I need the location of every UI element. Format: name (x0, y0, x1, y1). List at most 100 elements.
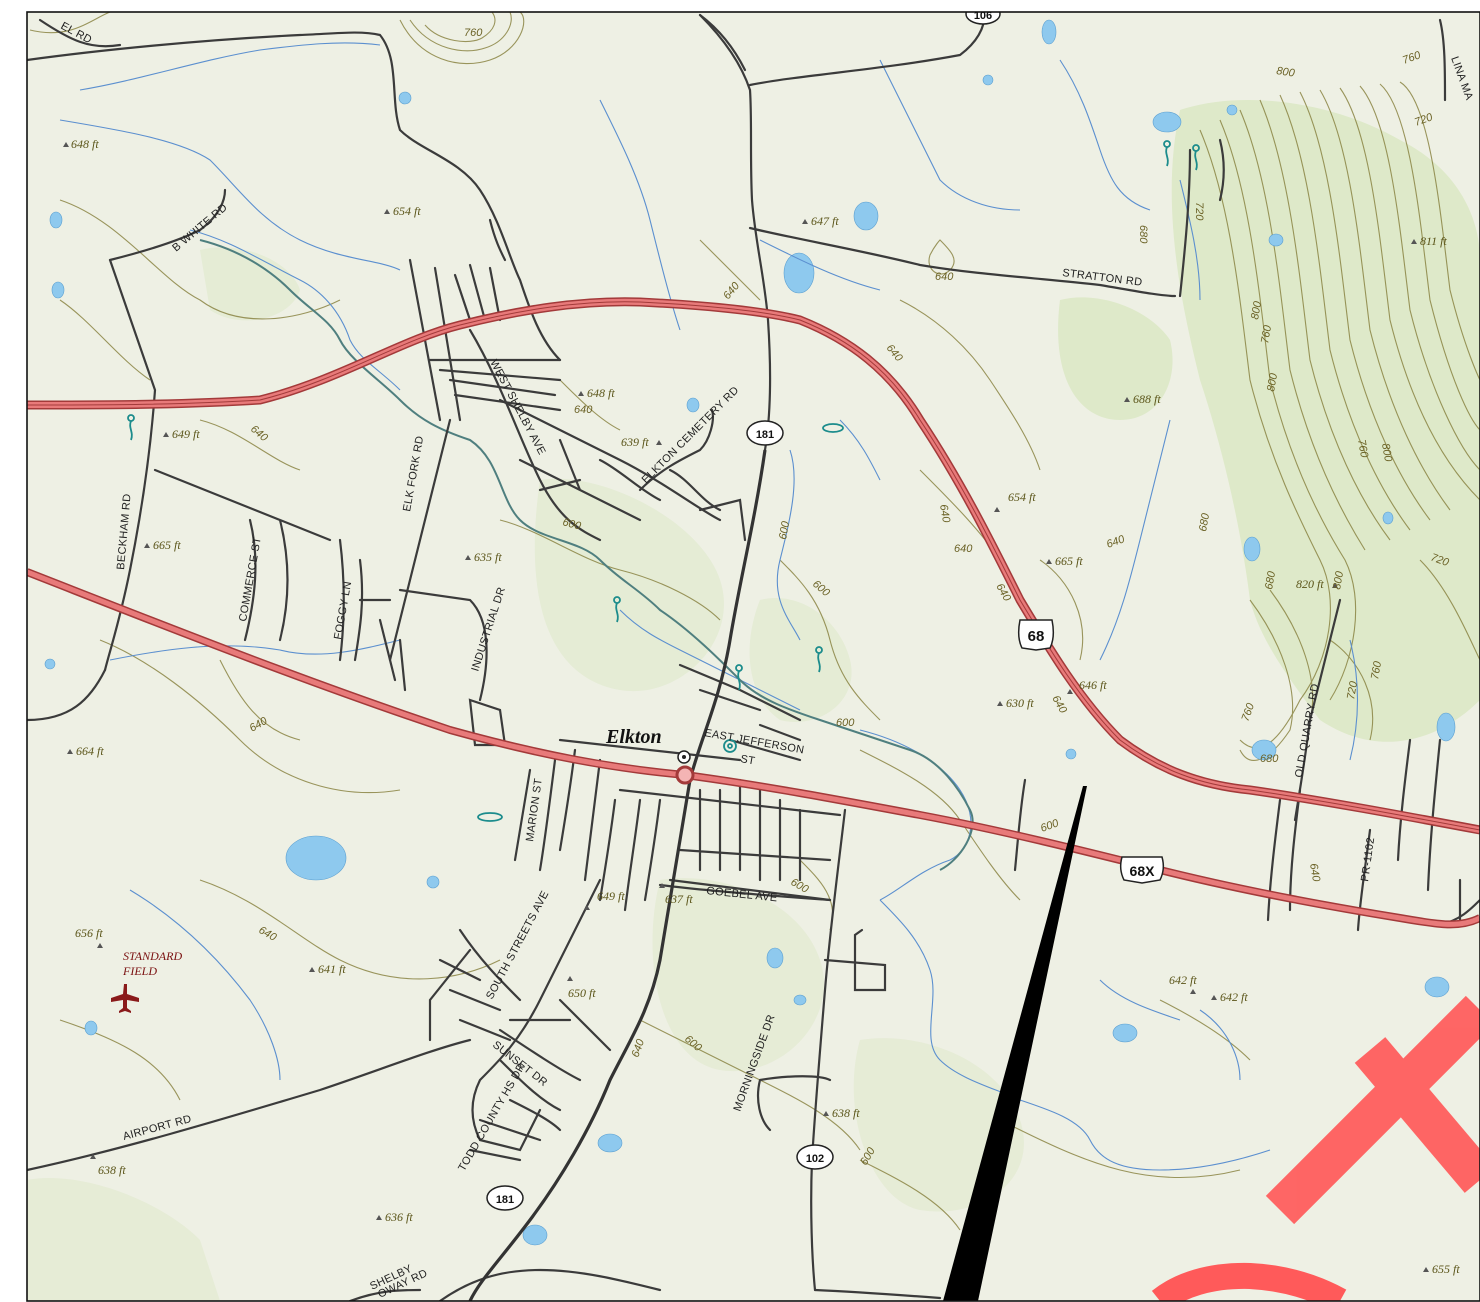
pond (793, 994, 807, 1006)
road-beckham-rd (103, 258, 157, 672)
airport-label-2[interactable]: FIELD (122, 964, 157, 978)
map-frame (26, 11, 1480, 1302)
contour-label: 600 (561, 516, 583, 533)
spring-icon (735, 664, 743, 691)
spot-elevation: 688 ft (1124, 392, 1161, 406)
contour-layer (29, 12, 1480, 1231)
svg-text:638 ft: 638 ft (832, 1106, 860, 1120)
airport-label-1[interactable]: STANDARD (123, 949, 182, 963)
us-68-bypass (27, 297, 1480, 835)
svg-text:820 ft: 820 ft (1296, 577, 1324, 591)
route-shield-68[interactable]: 68 (1017, 619, 1055, 651)
contour-label: 640 (937, 503, 952, 524)
svg-text:649 ft: 649 ft (172, 427, 200, 441)
road-beckham-south (27, 668, 107, 722)
road-106-link (748, 12, 987, 87)
svg-text:811 ft: 811 ft (1420, 234, 1447, 248)
vegetation-layer (27, 100, 1480, 1301)
contour-label: 720 (1193, 202, 1205, 221)
pond (398, 91, 412, 105)
contour-label: 760 (464, 27, 483, 39)
pond (1226, 104, 1238, 116)
road-todd-county-hs (468, 1118, 542, 1162)
pond (982, 74, 994, 86)
spring-symbols (127, 140, 1200, 822)
spot-elevation: 637 ft (659, 883, 693, 906)
spot-elevation: 650 ft (567, 976, 596, 1000)
contour-label: 800 (1265, 371, 1280, 392)
pond (597, 1133, 623, 1153)
pond (1382, 511, 1394, 525)
annotation-overlay (943, 786, 1480, 1301)
road-lina-ma (1438, 18, 1447, 102)
route-shield-106[interactable]: 106 (965, 4, 1001, 25)
contour-label: 640 (935, 271, 954, 283)
contour-label: 600 (836, 717, 855, 729)
pond (1268, 233, 1284, 247)
spot-elevation: 647 ft (802, 214, 839, 228)
pond (84, 1020, 98, 1036)
road-elk-fork-rd (388, 418, 452, 662)
route-shields: 106 181 68 68X 102 181 (486, 4, 1165, 1211)
road-morningside (756, 1075, 832, 1132)
svg-text:665 ft: 665 ft (1055, 554, 1083, 568)
contour-label: 640 (1307, 862, 1322, 883)
road-north-west-top (698, 13, 747, 72)
spot-elevation: 642 ft (1211, 990, 1248, 1004)
spot-elevation: 654 ft (384, 204, 421, 218)
road-goebel (658, 883, 832, 902)
contour-label: 800 (1249, 299, 1264, 320)
spring-icon (1192, 144, 1200, 171)
svg-text:102: 102 (806, 1153, 824, 1165)
contour-label: 680 (1263, 569, 1278, 590)
contour-label: 680 (1260, 753, 1279, 765)
road-south-grid (538, 738, 842, 912)
spot-elevation: 649 ft (584, 889, 625, 910)
svg-text:181: 181 (496, 1194, 514, 1206)
spring-icon (127, 414, 135, 441)
town-center-roundabout (675, 765, 695, 785)
spot-elevation: 646 ft (1067, 678, 1107, 694)
svg-text:636 ft: 636 ft (385, 1210, 413, 1224)
route-shield-102[interactable]: 102 (796, 1144, 834, 1170)
wetland-icon (822, 423, 844, 433)
pond (51, 281, 65, 299)
svg-text:638 ft: 638 ft (98, 1163, 126, 1177)
contour-label: 800 (1276, 65, 1297, 80)
pond (522, 1224, 548, 1246)
road-old-quarry (1293, 598, 1342, 822)
svg-text:106: 106 (974, 10, 992, 22)
pond (49, 211, 63, 229)
elk-fork-creek (199, 239, 974, 871)
road-west-shelby-ave (468, 328, 602, 542)
spot-elevation: 638 ft (90, 1154, 126, 1177)
pond (1041, 19, 1057, 45)
route-shield-181-north[interactable]: 181 (746, 420, 784, 446)
road-b-white-rd (108, 188, 227, 262)
contour-label: 640 (574, 404, 593, 416)
spot-elevation: 665 ft (144, 538, 181, 552)
spot-elevation: 639 ft (621, 435, 662, 449)
spot-elevation: 664 ft (67, 744, 104, 758)
road-stratton-rd (748, 226, 1177, 298)
wetland-icon (477, 812, 503, 822)
svg-text:647 ft: 647 ft (811, 214, 839, 228)
road-sunset (498, 998, 612, 1082)
road-elkton-cemetery (638, 408, 714, 492)
svg-text:68: 68 (1028, 628, 1045, 645)
spot-elevation: 665 ft (1046, 554, 1083, 568)
route-shield-181-south[interactable]: 181 (486, 1185, 524, 1211)
svg-text:635 ft: 635 ft (474, 550, 502, 564)
road-east-jefferson (678, 663, 802, 762)
airplane-icon[interactable] (111, 984, 139, 1013)
route-shield-68x[interactable]: 68X (1119, 856, 1165, 884)
town-label-elkton[interactable]: Elkton (605, 726, 662, 748)
svg-text:630 ft: 630 ft (1006, 696, 1034, 710)
red-arc-annotation (1151, 1262, 1347, 1301)
contour-label: 720 (1345, 679, 1360, 700)
contour-label: 760 (1369, 659, 1384, 680)
spot-elevation: 656 ft (75, 926, 103, 948)
svg-text:68X: 68X (1130, 863, 1156, 879)
black-wedge-annotation (943, 786, 1087, 1301)
